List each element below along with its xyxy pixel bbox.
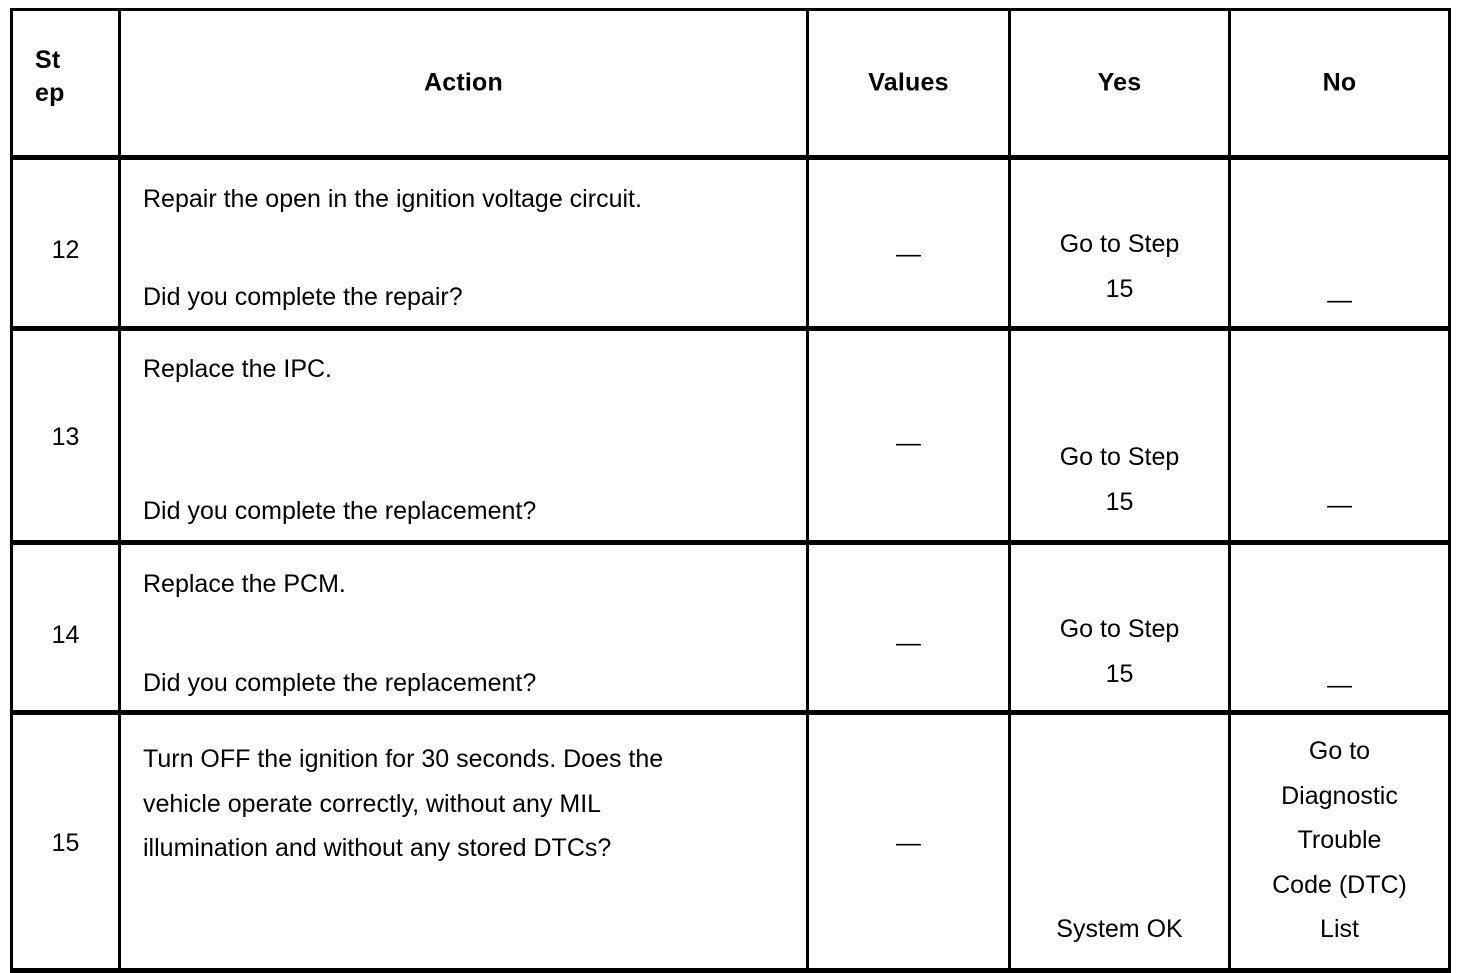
header-cell-no: No [1228, 8, 1451, 160]
header-cell-step: St ep [10, 8, 121, 160]
action-text-line3: illumination and without any stored DTCs… [143, 834, 612, 862]
yes-text-line1: Go to Step [1059, 615, 1180, 643]
no-text: — [1327, 286, 1352, 314]
table-header-row: St ep Action Values Yes No [10, 8, 1451, 160]
no-text-line1: Go to [1308, 737, 1371, 765]
column-header-action: Action [424, 68, 503, 97]
yes-text: Go to Step 15 [1011, 435, 1228, 524]
cell-step-number: 15 [10, 712, 121, 973]
no-text: — [1327, 671, 1352, 699]
cell-step-number: 14 [10, 542, 121, 715]
action-text-line2: Did you complete the replacement? [143, 497, 537, 525]
cell-no: — [1228, 542, 1451, 715]
yes-text: System OK [1011, 907, 1228, 952]
no-text-line3: Trouble [1297, 826, 1382, 854]
header-cell-values: Values [806, 8, 1011, 160]
table-row: 15 Turn OFF the ignition for 30 seconds.… [10, 712, 1451, 973]
cell-no: — [1228, 328, 1451, 545]
cell-values: — [806, 328, 1011, 545]
values-text: — [896, 829, 921, 857]
yes-text-line1: Go to Step [1059, 443, 1180, 471]
cell-no: Go to Diagnostic Trouble Code (DTC) List [1228, 712, 1451, 973]
step-number: 12 [51, 236, 80, 264]
action-text-line1: Replace the PCM. [143, 570, 346, 598]
step-number: 14 [51, 621, 80, 649]
cell-step-number: 12 [10, 157, 121, 331]
cell-yes: Go to Step 15 [1008, 542, 1231, 715]
step-number: 15 [51, 829, 80, 857]
cell-yes: Go to Step 15 [1008, 328, 1231, 545]
header-cell-yes: Yes [1008, 8, 1231, 160]
cell-action: Replace the IPC. Did you complete the re… [118, 328, 809, 545]
column-header-step-line1: St [35, 46, 61, 75]
action-text: Turn OFF the ignition for 30 seconds. Do… [143, 737, 792, 871]
table-row: 14 Replace the PCM. Did you complete the… [10, 542, 1451, 715]
cell-action: Replace the PCM. Did you complete the re… [118, 542, 809, 715]
action-text-line1: Replace the IPC. [143, 355, 332, 383]
cell-yes: Go to Step 15 [1008, 157, 1231, 331]
action-text-line2: Did you complete the repair? [143, 283, 463, 311]
cell-step-number: 13 [10, 328, 121, 545]
no-text: Go to Diagnostic Trouble Code (DTC) List [1231, 729, 1448, 952]
action-text-line1: Repair the open in the ignition voltage … [143, 185, 642, 213]
cell-values: — [806, 712, 1011, 973]
no-text: — [1327, 491, 1352, 519]
yes-text-line1: Go to Step [1059, 230, 1180, 258]
table-row: 12 Repair the open in the ignition volta… [10, 157, 1451, 331]
cell-values: — [806, 157, 1011, 331]
cell-yes: System OK [1008, 712, 1231, 973]
column-header-no: No [1322, 68, 1357, 97]
no-text-line2: Diagnostic [1281, 781, 1398, 810]
values-text: — [896, 429, 921, 457]
values-text: — [896, 240, 921, 268]
yes-text: Go to Step 15 [1011, 222, 1228, 311]
yes-text-line2: 15 [1105, 487, 1134, 516]
column-header-yes: Yes [1097, 68, 1142, 97]
header-cell-action: Action [118, 8, 809, 160]
column-header-values: Values [868, 68, 949, 97]
table-row: 13 Replace the IPC. Did you complete the… [10, 328, 1451, 545]
column-header-step: St ep [13, 44, 118, 110]
yes-text: Go to Step 15 [1011, 607, 1228, 696]
action-text-line2: Did you complete the replacement? [143, 669, 537, 697]
cell-values: — [806, 542, 1011, 715]
action-text-line2: vehicle operate correctly, without any M… [143, 789, 602, 818]
yes-text-line1: System OK [1056, 915, 1183, 943]
yes-text-line2: 15 [1105, 659, 1134, 688]
yes-text-line2: 15 [1105, 274, 1134, 303]
no-text-line4: Code (DTC) [1272, 870, 1407, 899]
column-header-step-line2: ep [35, 79, 65, 108]
values-text: — [896, 629, 921, 657]
no-text-line5: List [1320, 915, 1359, 943]
step-number: 13 [51, 423, 80, 451]
action-text-line1: Turn OFF the ignition for 30 seconds. Do… [143, 745, 664, 773]
cell-action: Turn OFF the ignition for 30 seconds. Do… [118, 712, 809, 973]
cell-no: — [1228, 157, 1451, 331]
cell-action: Repair the open in the ignition voltage … [118, 157, 809, 331]
diagnostic-procedure-table: St ep Action Values Yes No [10, 8, 1451, 973]
